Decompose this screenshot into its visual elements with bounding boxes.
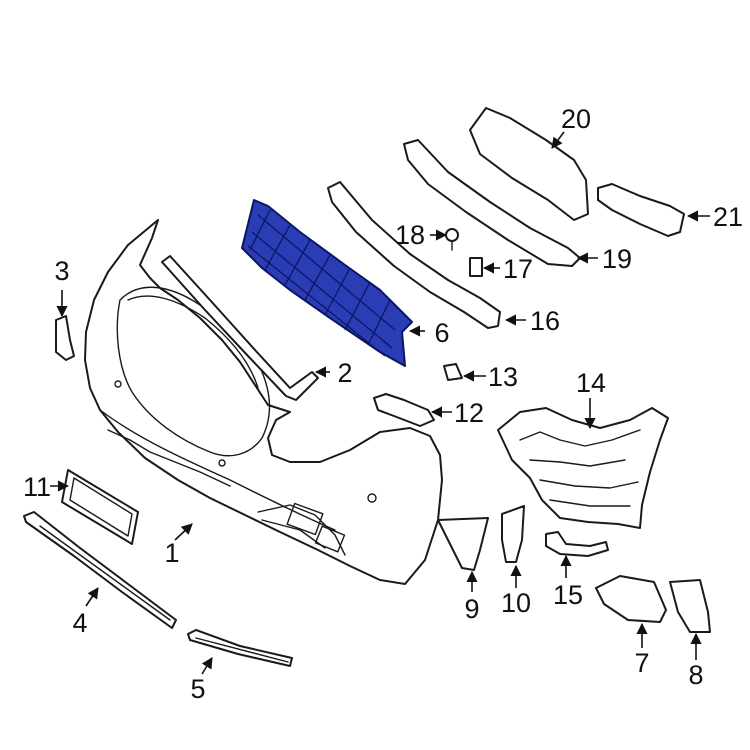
- side-bracket-part[interactable]: [55, 315, 75, 361]
- callout-13: 13: [488, 362, 518, 392]
- callout-20: 20: [561, 104, 591, 134]
- support-frame-part[interactable]: [497, 407, 669, 529]
- side-bracket-21-part[interactable]: [597, 183, 685, 237]
- highlighted-grille-part[interactable]: [241, 199, 413, 367]
- clip-13-part[interactable]: [443, 363, 463, 381]
- callout-11: 11: [23, 472, 51, 502]
- fastener-18-part[interactable]: [445, 228, 459, 251]
- callout-2: 2: [337, 358, 352, 388]
- clip-17-part[interactable]: [469, 257, 483, 277]
- callout-16: 16: [530, 306, 560, 336]
- deflector-9-part[interactable]: [437, 517, 489, 571]
- callout-17: 17: [503, 254, 533, 284]
- callout-10: 10: [501, 588, 531, 618]
- callout-7: 7: [634, 648, 649, 678]
- air-guide-7-part[interactable]: [595, 575, 667, 623]
- leader-lines: [50, 131, 710, 675]
- callout-21: 21: [713, 202, 743, 232]
- callout-8: 8: [688, 660, 703, 690]
- license-plate-bracket-part[interactable]: [61, 469, 139, 545]
- bracket-15-part[interactable]: [545, 531, 609, 557]
- reinforcement-16-part[interactable]: [327, 181, 501, 329]
- callout-15: 15: [553, 580, 583, 610]
- callout-1: 1: [164, 538, 179, 568]
- air-guide-8-part[interactable]: [669, 579, 711, 633]
- mount-bracket-12-part[interactable]: [373, 393, 435, 427]
- lower-molding-part[interactable]: [23, 511, 177, 629]
- callout-19: 19: [602, 244, 632, 274]
- lower-trim-part[interactable]: [187, 629, 293, 667]
- callout-9: 9: [464, 594, 479, 624]
- callout-labels: 1 2 3 4 5 6 7 8 9 10 11 12 13 14 15 16 1…: [23, 104, 743, 704]
- callout-18: 18: [395, 220, 425, 250]
- callout-3: 3: [54, 256, 69, 286]
- callout-5: 5: [190, 674, 205, 704]
- callout-12: 12: [454, 398, 484, 428]
- upper-absorber-20-part[interactable]: [469, 107, 589, 221]
- callout-6: 6: [434, 318, 449, 348]
- impact-bar-19-part[interactable]: [403, 139, 581, 267]
- deflector-10-part[interactable]: [501, 505, 525, 563]
- callout-4: 4: [72, 608, 87, 638]
- callout-14: 14: [576, 368, 606, 398]
